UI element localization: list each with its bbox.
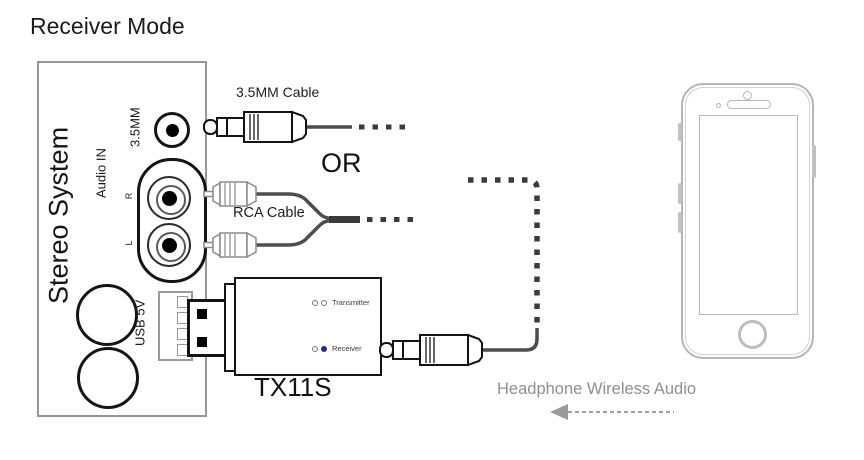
rca-center	[161, 237, 177, 253]
usb-plug-hole	[197, 309, 207, 319]
phone-camera-icon	[743, 91, 752, 100]
transmitter-label: Transmitter	[332, 298, 370, 307]
rca-cable-icon	[203, 180, 414, 259]
receiver-led-active-icon	[321, 345, 327, 352]
page-title: Receiver Mode	[30, 13, 185, 39]
tx11s-model-label: TX11S	[254, 372, 332, 402]
phone-inner-outline	[685, 87, 810, 355]
rca-port-right-icon	[147, 176, 191, 220]
speaker-knob-icon	[76, 284, 138, 346]
cable-3-5mm-label: 3.5MM Cable	[236, 84, 320, 100]
tx11s-device: Transmitter Receiver	[234, 277, 382, 376]
wireless-direction-arrow-icon	[550, 404, 674, 420]
audio-in-label: Audio IN	[93, 148, 109, 198]
rca-left-label: L	[124, 240, 134, 246]
phone-sensor-dot-icon	[716, 103, 721, 108]
rca-plug-icon	[203, 180, 257, 208]
transmitter-led-icon	[321, 299, 327, 306]
jack-3-5mm-port-icon	[154, 112, 190, 148]
rca-right-label: R	[124, 192, 134, 200]
phone-side-button	[678, 183, 682, 204]
receiver-label: Receiver	[332, 344, 362, 353]
rca-port-left-icon	[147, 223, 191, 267]
phone-screen	[699, 115, 798, 315]
transmitter-led-icon	[312, 299, 318, 306]
jack-3-5mm-label: 3.5MM	[127, 107, 143, 147]
phone-home-button-icon	[738, 320, 767, 349]
jack-center	[165, 123, 179, 137]
usb-plug-hole	[197, 337, 207, 347]
smartphone-icon	[681, 83, 814, 359]
usb-5v-label: USB 5V	[132, 299, 148, 347]
phone-side-button	[678, 123, 682, 141]
aux-cable-icon	[203, 110, 411, 144]
or-label: OR	[321, 148, 362, 178]
receiver-led-icon	[312, 345, 318, 352]
aux-plug-icon	[379, 328, 539, 367]
stereo-system-label: Stereo System	[43, 126, 74, 304]
rca-cable-label: RCA Cable	[233, 205, 305, 221]
phone-side-button	[812, 145, 816, 178]
phone-side-button	[678, 212, 682, 233]
phone-earpiece-icon	[727, 100, 771, 109]
rca-ring	[156, 185, 186, 215]
speaker-knob-icon	[77, 347, 139, 409]
rca-ring	[156, 232, 186, 262]
rca-plug-icon	[203, 231, 257, 259]
headphone-wireless-audio-label: Headphone Wireless Audio	[497, 380, 697, 398]
cable-continuation-dashed-path	[468, 177, 540, 330]
rca-center	[161, 190, 177, 206]
receiver-led-row: Receiver	[312, 344, 362, 353]
transmitter-led-row: Transmitter	[312, 298, 370, 307]
